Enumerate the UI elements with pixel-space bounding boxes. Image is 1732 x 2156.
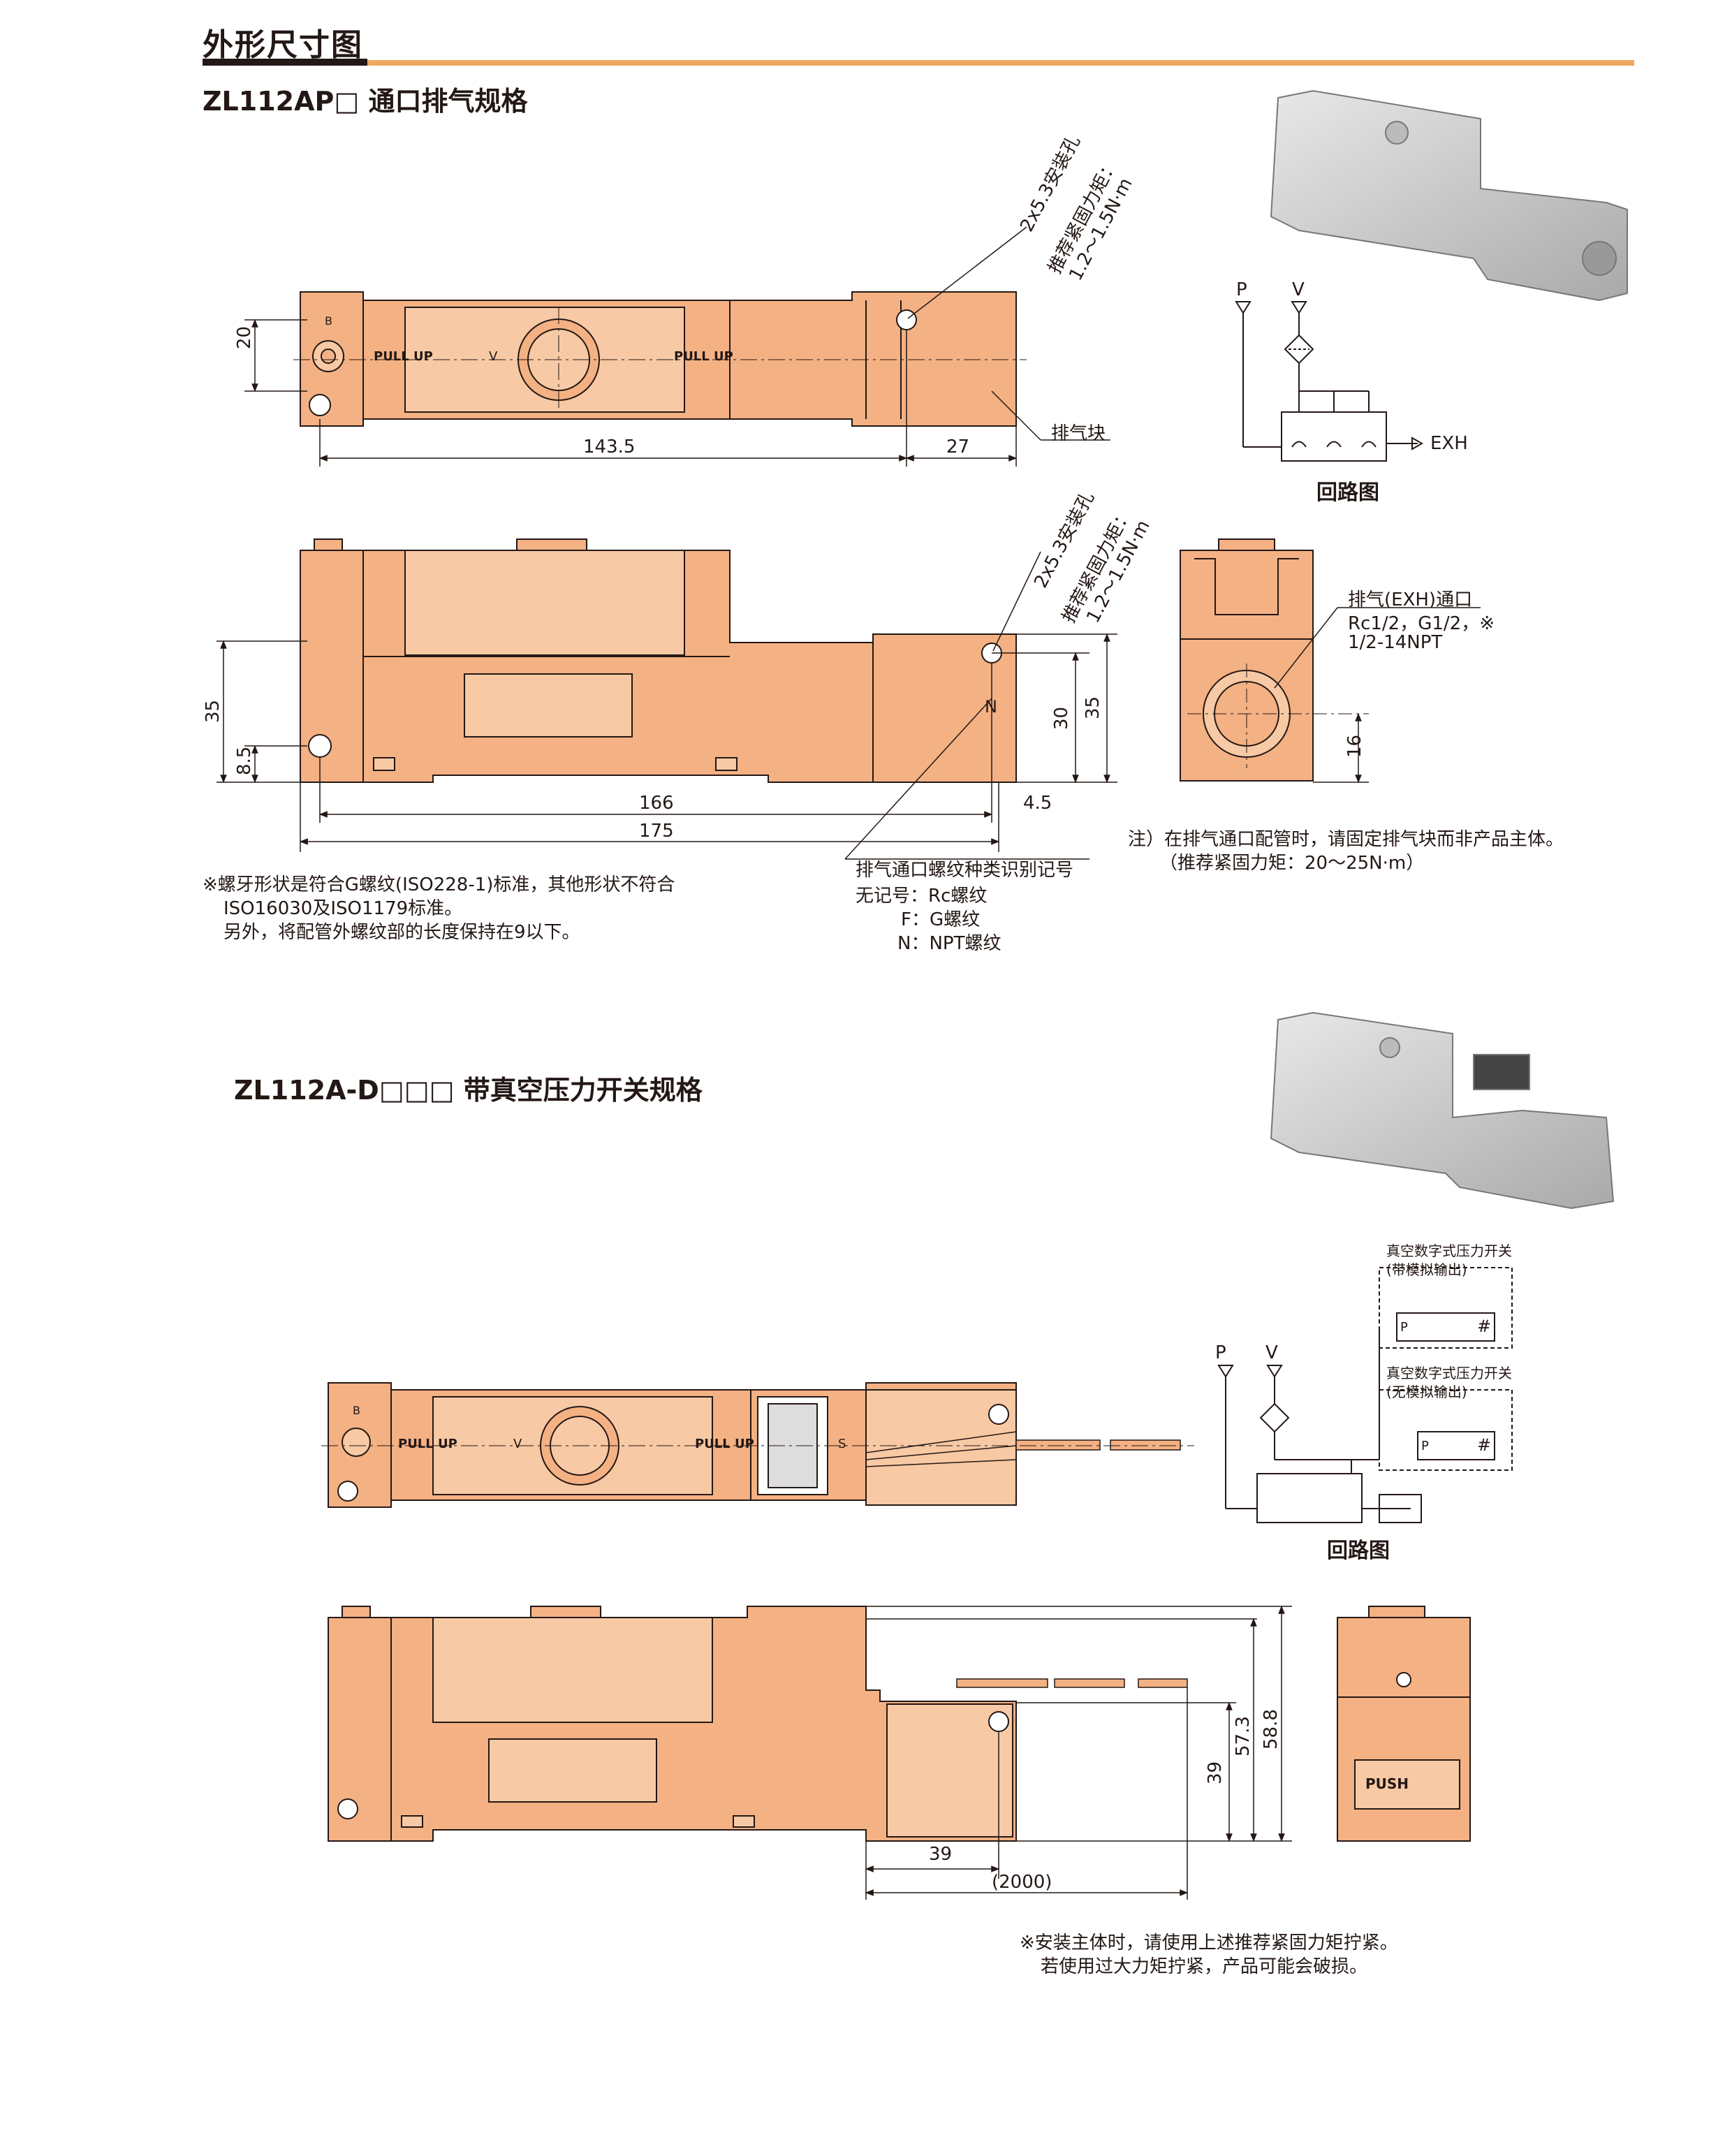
s1-thread-id-3: N：NPT螺纹 (897, 933, 1001, 954)
s1-circuit-exh: EXH (1430, 433, 1468, 454)
s1-dim-35-left: 35 (203, 699, 223, 723)
s1-callout-exhaust-block: 排气块 (1051, 423, 1106, 444)
s1-note-piping-2: （推荐紧固力矩：20～25N·m） (1159, 853, 1425, 874)
s2-side-view (1337, 1606, 1471, 1842)
s1-pullup-left: PULL UP (374, 349, 433, 364)
s2-hash-1: # (1477, 1317, 1492, 1336)
s1-note-thread-2: ISO16030及ISO1179标准。 (223, 898, 463, 919)
s1-dim-4-5: 4.5 (1023, 793, 1052, 814)
s2-product-photo (1270, 1011, 1615, 1210)
s2-switch2-title: 真空数字式压力开关 (1386, 1365, 1512, 1381)
s1-dim-20: 20 (234, 325, 255, 349)
s1-mark-v: V (489, 349, 498, 364)
title-rule-dark (203, 59, 367, 66)
s1-note-thread-1: ※螺牙形状是符合G螺纹(ISO228-1)标准，其他形状不符合 (203, 874, 675, 895)
s2-note-1: ※安装主体时，请使用上述推荐紧固力矩拧紧。 (1020, 1933, 1398, 1953)
s1-pullup-right: PULL UP (674, 349, 733, 364)
s2-top-view (328, 1382, 1017, 1508)
s2-dim-39-h: 39 (1205, 1761, 1226, 1784)
s1-circuit-p: P (1236, 279, 1247, 300)
s1-thread-id-title: 排气通口螺纹种类识别记号 (856, 860, 1074, 881)
s2-hash-2: # (1477, 1435, 1492, 1455)
s2-switch1-title: 真空数字式压力开关 (1386, 1242, 1512, 1259)
s1-mark-b: B (325, 314, 332, 328)
s2-dim-57-3: 57.3 (1233, 1716, 1254, 1757)
s2-dim-58-8: 58.8 (1261, 1709, 1282, 1750)
s1-product-photo (1270, 89, 1628, 302)
s1-dim-27: 27 (946, 437, 970, 457)
s2-note-2: 若使用过大力矩拧紧，产品可能会破损。 (1041, 1956, 1368, 1977)
section1-heading: ZL112AP□ 通口排气规格 (203, 86, 528, 117)
s1-dim-35-right: 35 (1082, 696, 1103, 719)
page-title: 外形尺寸图 (203, 27, 363, 63)
s1-note-piping-1: 注）在排气通口配管时，请固定排气块而非产品主体。 (1128, 829, 1564, 850)
s2-mark-s: S (838, 1437, 846, 1451)
s2-switch1-sub: (带模拟输出) (1386, 1261, 1467, 1278)
s2-switch-p-1: P (1400, 1320, 1408, 1335)
s2-circuit-p: P (1215, 1342, 1226, 1363)
s2-push-label: PUSH (1365, 1775, 1409, 1792)
s2-front-view (328, 1606, 1017, 1842)
s1-circuit-v: V (1292, 279, 1305, 300)
s1-side-callout-2: Rc1/2，G1/2，※ (1348, 613, 1495, 634)
s2-circuit-caption: 回路图 (1327, 1539, 1390, 1563)
s2-mark-v: V (513, 1437, 522, 1451)
s1-dim-30: 30 (1051, 706, 1072, 730)
s2-pullup-left: PULL UP (398, 1437, 457, 1451)
s1-note-thread-3: 另外，将配管外螺纹部的长度保持在9以下。 (223, 922, 580, 943)
s1-dim-16: 16 (1344, 734, 1365, 758)
s1-dim-8-5: 8.5 (234, 746, 255, 775)
s1-front-view (300, 538, 1017, 783)
s1-circuit-caption: 回路图 (1316, 481, 1379, 505)
s1-thread-id-1: 无记号：Rc螺纹 (856, 886, 988, 907)
title-rule-orange (367, 60, 1634, 66)
s1-dim-166: 166 (639, 793, 674, 814)
s2-pullup-right: PULL UP (695, 1437, 754, 1451)
s2-mark-b: B (353, 1404, 360, 1417)
s2-switch2-sub: (无模拟输出) (1386, 1384, 1467, 1400)
section2-heading: ZL112A-D□□□ 带真空压力开关规格 (234, 1075, 703, 1106)
s2-circuit-v: V (1265, 1342, 1278, 1363)
s1-thread-id-2: F：G螺纹 (901, 909, 981, 930)
s1-side-callout-3: 1/2-14NPT (1348, 632, 1443, 653)
s2-circuit (1217, 1267, 1513, 1523)
s2-switch-p-2: P (1421, 1439, 1429, 1453)
s1-dim-175: 175 (639, 821, 674, 842)
s2-dim-2000: (2000) (992, 1872, 1052, 1893)
s1-side-callout-1: 排气(EXH)通口 (1348, 589, 1473, 610)
s1-mark-n: N (985, 697, 997, 717)
s1-circuit (1235, 301, 1424, 462)
s1-dim-143-5: 143.5 (583, 437, 636, 457)
s2-dim-39-w: 39 (929, 1844, 953, 1865)
